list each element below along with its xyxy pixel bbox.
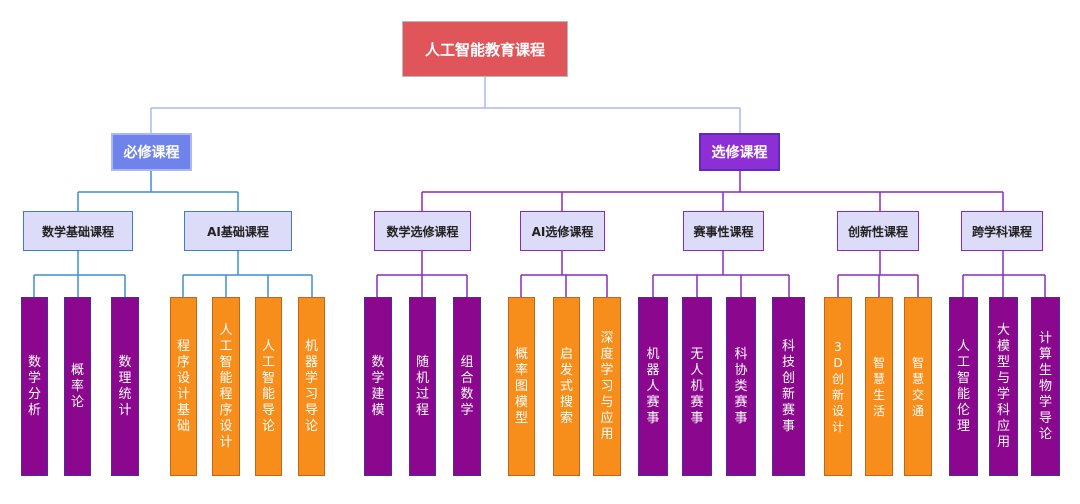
leaf-label: 机 器 学 习 导 论 [304,338,318,434]
leaf-label: 机 器 人 赛 事 [646,346,660,426]
elective-connectors [376,171,1046,297]
leaf-course: 机 器 学 习 导 论 [298,297,325,476]
leaf-label: 智 慧 交 通 [911,355,924,418]
subcategory-math-elective: 数学选修课程 [374,211,471,251]
leaf-course: 深 度 学 习 与 应 用 [593,297,621,476]
leaf-label: 大 模 型 与 学 科 应 用 [996,322,1010,450]
leaf-course: 大 模 型 与 学 科 应 用 [989,297,1018,476]
leaf-label: 启 发 式 搜 索 [559,346,573,426]
leaf-label: 深 度 学 习 与 应 用 [600,330,614,442]
leaf-label: 数 学 分 析 [27,354,41,418]
leaf-course: 人 工 智 能 导 论 [255,297,282,476]
leaf-label: 程 序 设 计 基 础 [176,338,190,434]
leaf-course: 启 发 式 搜 索 [553,297,580,476]
subcategory-interdisciplinary: 跨学科课程 [961,211,1043,251]
root-node: 人工智能教育课程 [402,21,568,77]
leaf-course: 数 学 分 析 [21,297,48,476]
leaf-label: 概 率 图 模 型 [514,346,528,426]
leaf-course: 数 理 统 计 [111,297,139,476]
leaf-label: 数 理 统 计 [118,354,132,418]
subcategory-competition: 赛事性课程 [683,211,764,251]
leaf-label: 科 协 类 赛 事 [734,346,748,426]
required-connectors [33,171,313,297]
leaf-label: 随 机 过 程 [415,354,429,418]
leaf-course: 科 技 创 新 赛 事 [772,297,805,476]
leaf-course: 无 人 机 赛 事 [682,297,712,476]
root-connectors [150,77,741,133]
leaf-label: 计 算 生 物 学 导 论 [1038,330,1052,442]
leaf-course: 人 工 智 能 程 序 设 计 [212,297,240,476]
subcategory-innovation: 创新性课程 [837,211,919,251]
leaf-course: 概 率 论 [64,297,91,476]
leaf-label: 智 慧 生 活 [872,355,885,418]
leaf-course: 数 学 建 模 [364,297,392,476]
leaf-course: 计 算 生 物 学 导 论 [1031,297,1060,476]
leaf-label: 无 人 机 赛 事 [690,346,704,426]
leaf-label: 概 率 论 [70,362,84,410]
subcategory-ai-elective: AI选修课程 [520,211,605,251]
leaf-course: 智 慧 生 活 [865,297,893,476]
leaf-course: 科 协 类 赛 事 [726,297,756,476]
category-required: 必修课程 [111,133,192,171]
leaf-label: 人 工 智 能 导 论 [261,338,275,434]
leaf-course: 3 D 创 新 设 计 [824,297,852,476]
leaf-label: 3 D 创 新 设 计 [831,339,844,434]
leaf-label: 科 技 创 新 赛 事 [781,338,795,434]
leaf-course: 组 合 数 学 [453,297,481,476]
leaf-course: 智 慧 交 通 [904,297,932,476]
subcategory-ai-basic: AI基础课程 [184,211,292,251]
leaf-label: 数 学 建 模 [371,354,385,418]
category-elective: 选修课程 [699,133,780,171]
leaf-course: 程 序 设 计 基 础 [170,297,197,476]
leaf-label: 人 工 智 能 伦 理 [956,338,970,434]
subcategory-math-basic: 数学基础课程 [23,211,133,251]
leaf-course: 人 工 智 能 伦 理 [949,297,978,476]
leaf-label: 组 合 数 学 [460,354,474,418]
leaf-course: 概 率 图 模 型 [508,297,535,476]
leaf-course: 机 器 人 赛 事 [638,297,668,476]
leaf-label: 人 工 智 能 程 序 设 计 [219,322,233,450]
leaf-course: 随 机 过 程 [409,297,436,476]
